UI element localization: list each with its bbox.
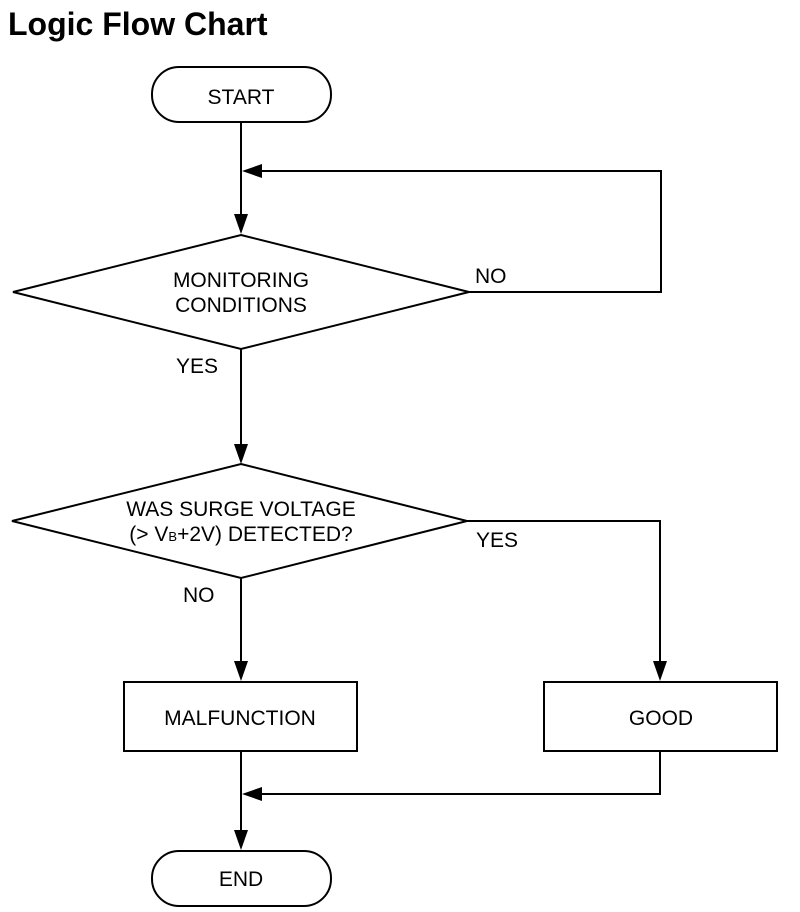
decision2-diamond	[11, 462, 468, 580]
decision1-label-line2: CONDITIONS	[175, 294, 307, 317]
arrowhead-into-malfunction	[234, 661, 248, 681]
decision-monitoring-conditions: MONITORING CONDITIONS	[12, 233, 470, 351]
decision2-no-label: NO	[183, 584, 215, 607]
start-terminal-shape	[151, 66, 332, 123]
page-title: Logic Flow Chart	[8, 6, 268, 42]
arrowheads	[234, 164, 667, 850]
decision2-label-subscript: B	[168, 529, 177, 544]
connector-lines	[240, 122, 662, 834]
end-label: END	[219, 868, 263, 891]
malfunction-box: MALFUNCTION	[123, 681, 358, 752]
decision2-label-prefix: (> V	[129, 523, 168, 546]
malfunction-label: MALFUNCTION	[164, 707, 316, 730]
connector-decision1-no-loop	[262, 170, 662, 293]
connector-good-to-end	[262, 751, 661, 795]
malfunction-box-shape	[123, 681, 358, 752]
arrowhead-into-good	[653, 661, 667, 681]
decision2-yes-label: YES	[476, 529, 518, 552]
decision2-label-suffix: +2V) DETECTED?	[177, 523, 353, 546]
decision1-diamond	[12, 233, 470, 351]
arrowhead-loop-return	[242, 164, 262, 178]
arrowhead-into-end	[234, 830, 248, 850]
decision2-label-line1: WAS SURGE VOLTAGE	[126, 498, 355, 521]
start-label: START	[208, 86, 275, 109]
decision1-yes-label: YES	[176, 355, 218, 378]
good-label: GOOD	[629, 707, 693, 730]
good-box: GOOD	[543, 681, 778, 752]
arrowhead-into-decision1	[234, 214, 248, 234]
start-terminal: START	[151, 66, 332, 123]
arrowhead-merge-return	[242, 787, 262, 801]
arrowhead-into-decision2	[234, 444, 248, 464]
decision1-no-label: NO	[475, 265, 507, 288]
decision2-label-line2: (> VB+2V) DETECTED?	[129, 523, 352, 546]
decision-surge-voltage: WAS SURGE VOLTAGE (> VB+2V) DETECTED?	[11, 462, 468, 580]
connector-decision2-yes	[467, 520, 661, 666]
decision1-label-line1: MONITORING	[173, 269, 309, 292]
end-terminal-shape	[151, 850, 332, 907]
end-terminal: END	[151, 850, 332, 907]
good-box-shape	[543, 681, 778, 752]
